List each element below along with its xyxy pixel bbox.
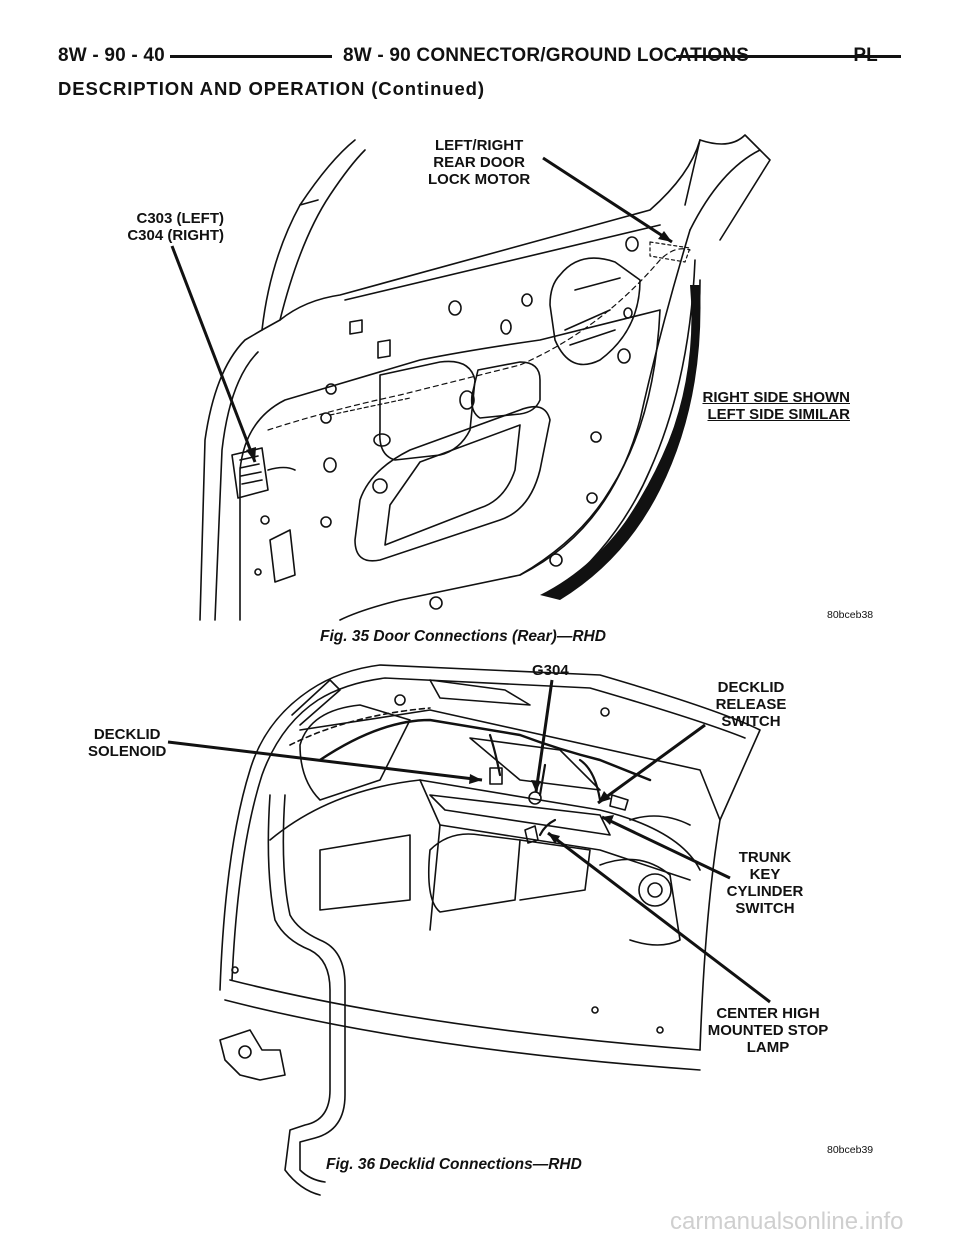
callout-line: SOLENOID: [88, 743, 167, 760]
callout-line: KEY: [749, 866, 781, 883]
page-header: 8W - 90 - 40 8W - 90 CONNECTOR/GROUND LO…: [58, 44, 901, 68]
image-code: 80bceb38: [827, 609, 874, 621]
callout-connector: C303 (LEFT) C304 (RIGHT): [108, 210, 224, 244]
callout-chmsl: CENTER HIGH MOUNTED STOP LAMP: [706, 1005, 830, 1056]
figure-caption: Fig. 36 Decklid Connections—RHD: [326, 1156, 582, 1173]
callout-line: LAMP: [746, 1039, 790, 1056]
page-code: 8W - 90 - 40: [58, 45, 165, 66]
model-code: PL: [853, 45, 878, 66]
chapter-title: 8W - 90 CONNECTOR/GROUND LOCATIONS: [343, 45, 750, 66]
callout-lock-motor: LEFT/RIGHT REAR DOOR LOCK MOTOR: [428, 137, 530, 188]
callout-line: MOUNTED STOP: [707, 1022, 829, 1039]
callout-release-switch: DECKLID RELEASE SWITCH: [708, 679, 794, 730]
callout-line: SWITCH: [735, 900, 795, 917]
callout-line: LOCK MOTOR: [428, 171, 531, 188]
header-rule-left: [170, 55, 332, 58]
callout-ground: G304: [532, 662, 569, 679]
note-line: RIGHT SIDE SHOWN: [702, 389, 850, 406]
callout-trunk-key-switch: TRUNK KEY CYLINDER SWITCH: [720, 849, 810, 917]
image-code: 80bceb39: [827, 1144, 874, 1156]
note-line: LEFT SIDE SIMILAR: [707, 406, 851, 423]
callout-decklid-solenoid: DECKLID SOLENOID: [88, 726, 166, 760]
callout-line: RELEASE: [715, 696, 787, 713]
callout-line: CYLINDER: [726, 883, 804, 900]
section-title: DESCRIPTION AND OPERATION (Continued): [58, 78, 485, 99]
callout-line: SWITCH: [721, 713, 781, 730]
figure-36: G304 DECKLID SOLENOID DECKLID RELEASE SW…: [0, 650, 960, 1210]
callout-line: REAR DOOR: [433, 154, 525, 171]
callout-line: C303 (LEFT): [136, 210, 224, 227]
header-rule-right: [676, 55, 901, 58]
watermark: carmanualsonline.info: [670, 1208, 904, 1235]
callout-line: DECKLID: [717, 679, 785, 696]
callout-line: TRUNK: [738, 849, 792, 866]
rear-door-illustration: [170, 134, 771, 621]
callout-line: DECKLID: [93, 726, 161, 743]
callout-line: C304 (RIGHT): [127, 227, 224, 244]
decklid-illustration: [167, 664, 771, 1196]
callout-line: CENTER HIGH: [716, 1005, 820, 1022]
figure-caption: Fig. 35 Door Connections (Rear)—RHD: [320, 628, 606, 645]
callout-line: LEFT/RIGHT: [434, 137, 524, 154]
side-note: RIGHT SIDE SHOWN LEFT SIDE SIMILAR: [690, 389, 850, 423]
figure-35: LEFT/RIGHT REAR DOOR LOCK MOTOR C303 (LE…: [108, 134, 874, 645]
